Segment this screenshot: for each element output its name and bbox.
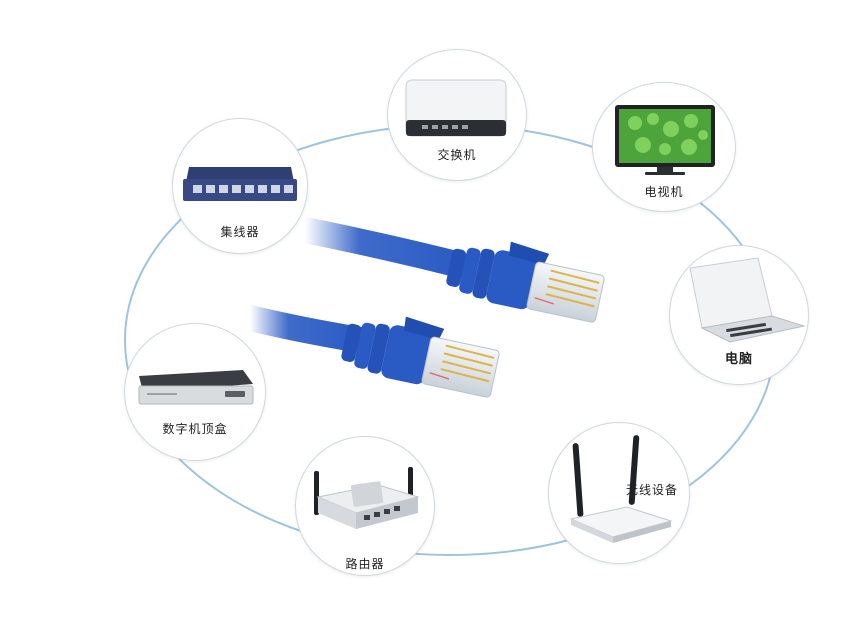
node-router: 路由器 <box>295 436 435 576</box>
node-wireless: 无线设备 <box>548 422 690 564</box>
node-settopbox-label: 数字机顶盒 <box>162 422 228 436</box>
wireless-access-point-icon <box>569 435 673 543</box>
network-switch-icon <box>405 79 507 137</box>
node-router-label: 路由器 <box>345 557 385 571</box>
router-icon <box>314 467 420 529</box>
television-icon <box>615 105 715 175</box>
set-top-box-icon <box>138 370 254 405</box>
node-hub: 集线器 <box>172 118 308 254</box>
node-laptop-label: 电脑 <box>724 352 753 367</box>
node-tv-label: 电视机 <box>644 185 684 199</box>
laptop-icon <box>689 257 806 343</box>
cable-lower <box>237 305 500 398</box>
node-tv: 电视机 <box>592 82 736 212</box>
node-laptop: 电脑 <box>669 245 809 385</box>
cable-upper <box>292 217 605 323</box>
node-hub-label: 集线器 <box>220 225 260 239</box>
node-wireless-label: 无线设备 <box>625 483 678 497</box>
ethernet-hub-icon <box>183 167 297 201</box>
node-settopbox: 数字机顶盒 <box>124 323 266 461</box>
node-switch-label: 交换机 <box>437 148 477 162</box>
node-switch: 交换机 <box>387 49 527 181</box>
